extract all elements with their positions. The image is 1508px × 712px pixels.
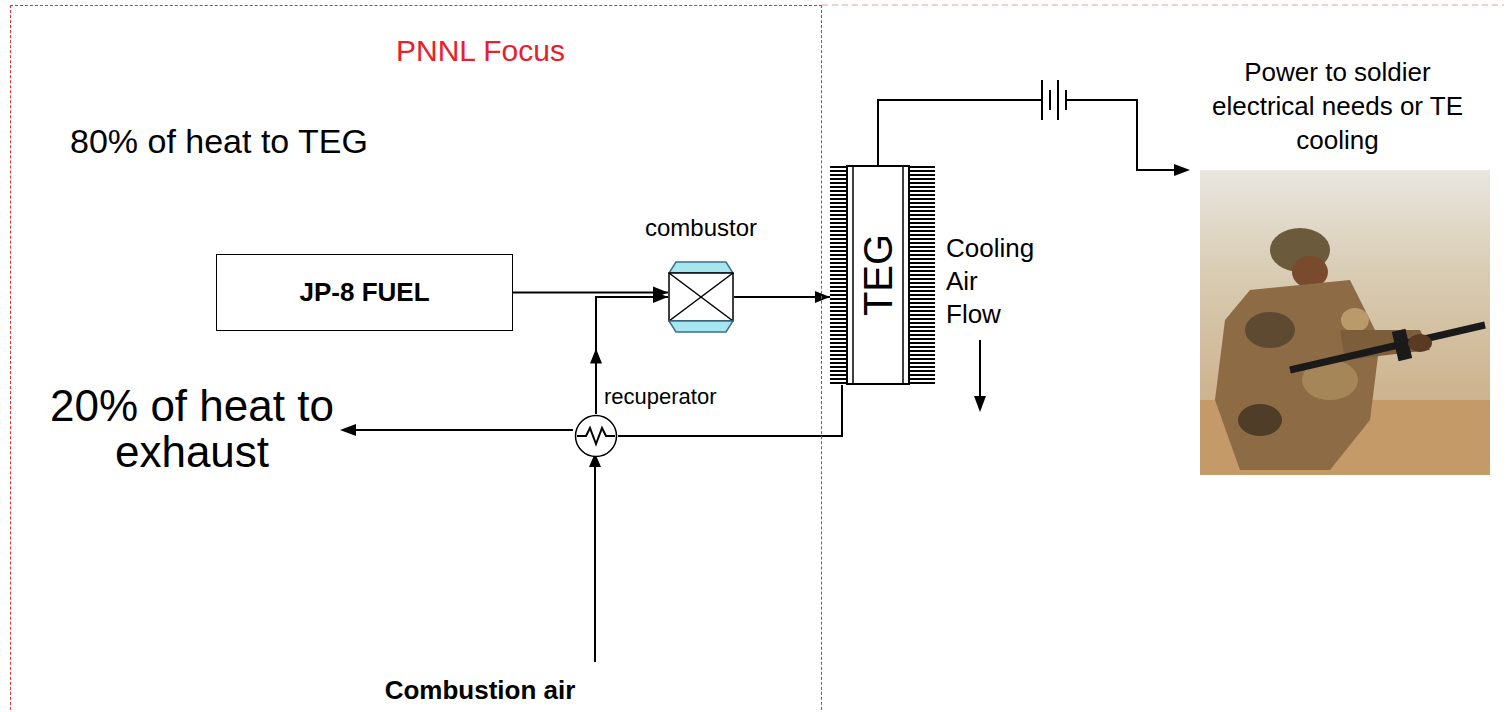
teg-label: TEG: [856, 234, 900, 316]
air-inlet-arrow: [589, 453, 601, 662]
region-border: [822, 5, 1504, 6]
soldier-photo: [1200, 170, 1490, 475]
symbol-label: combustor: [645, 214, 757, 241]
box-label: JP-8 FUEL: [299, 277, 429, 308]
combustor-symbol: combustor: [636, 214, 766, 334]
heat-exchanger-icon: [574, 414, 618, 458]
recuperator-symbol: recuperator: [574, 384, 739, 458]
annotation-text: 20% of heat to exhaust: [50, 381, 334, 476]
combustor-icon: [668, 261, 734, 333]
annotation-text: Combustion air: [385, 675, 576, 705]
flow-connector: [734, 291, 830, 303]
focus-region: PNNL FocusJP-8 FUEL combustor recuperator: [10, 5, 822, 712]
annotation-text: Cooling Air Flow: [946, 233, 1034, 329]
region-title: PNNL Focus: [396, 34, 565, 67]
power-wire: [878, 80, 1176, 170]
fuel-box: JP-8 FUEL: [216, 254, 513, 331]
symbol-label: recuperator: [604, 384, 717, 409]
exhaust-arrow: [340, 424, 573, 436]
power-arrow: [1174, 164, 1190, 176]
cooling-arrow: [974, 340, 986, 412]
teg-module: TEG: [830, 165, 935, 385]
annotation-text: Power to soldier electrical needs or TE …: [1212, 57, 1463, 155]
annotation-text: 80% of heat to TEG: [70, 122, 368, 160]
